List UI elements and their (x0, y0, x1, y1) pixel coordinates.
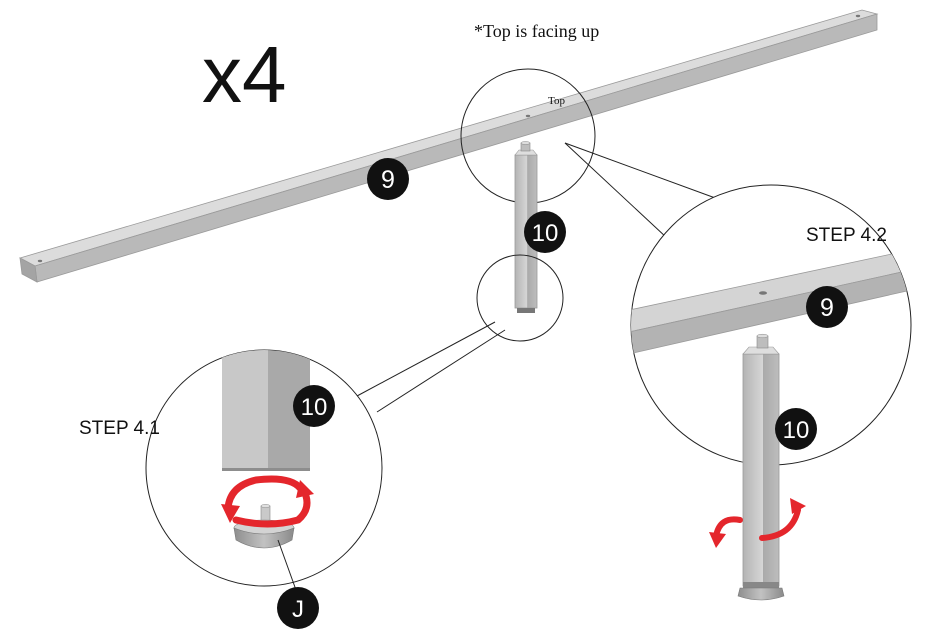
rotate-arrow-icon (713, 516, 743, 539)
step-4-2-detail (630, 184, 912, 466)
part-badge-foot: J (277, 587, 319, 629)
svg-text:J: J (292, 596, 304, 623)
connector-line (564, 142, 719, 200)
svg-text:10: 10 (301, 394, 328, 421)
connector-line (564, 142, 668, 239)
part-badge-leg-step-4-2: 10 (775, 408, 817, 450)
top-label: Top (548, 95, 565, 107)
part-badge-rail-step-4-2: 9 (806, 286, 848, 328)
rotate-arrowhead-icon (709, 532, 726, 548)
leader-line (277, 539, 297, 591)
svg-text:10: 10 (532, 220, 559, 247)
rotate-arrowhead-icon (790, 498, 806, 514)
svg-text:9: 9 (820, 294, 834, 322)
part-badge-rail: 9 (367, 158, 409, 200)
connector-line (376, 329, 506, 413)
rotate-arrowhead-icon (221, 504, 240, 523)
connector-line (356, 321, 496, 397)
rotate-arrowhead-icon (296, 480, 314, 498)
step-4-1-detail (145, 349, 383, 587)
part-badge-leg: 10 (524, 211, 566, 253)
svg-text:9: 9 (381, 166, 395, 194)
rotate-arrow-icon (759, 507, 801, 541)
step-4-2-label: STEP 4.2 (806, 225, 887, 246)
rotate-arrow-icon (232, 492, 311, 528)
rotate-arrow-icon (224, 475, 304, 512)
orientation-note: *Top is facing up (474, 21, 599, 41)
rail-part (18, 9, 879, 283)
quantity-multiplier: x4 (202, 30, 287, 119)
step-4-1-label: STEP 4.1 (79, 418, 160, 439)
foot-detail-circle (476, 254, 564, 342)
svg-text:10: 10 (783, 417, 810, 444)
part-badge-leg-step-4-1: 10 (293, 385, 335, 427)
leg-part-large (709, 333, 806, 601)
